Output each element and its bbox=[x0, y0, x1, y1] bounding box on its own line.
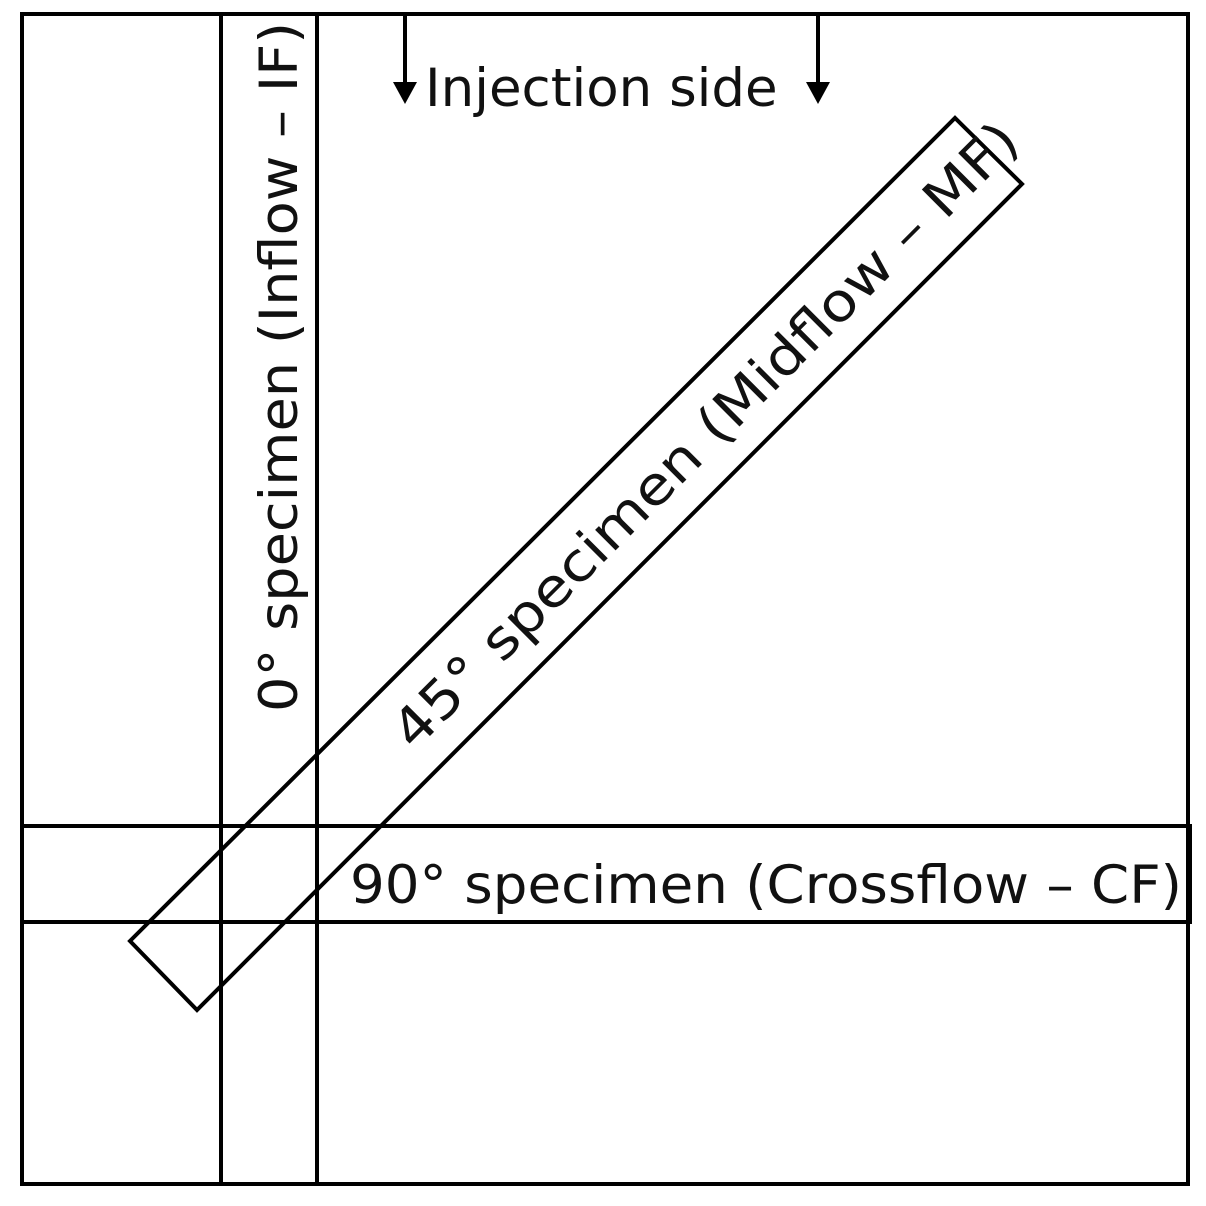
specimen-45-label: 45° specimen (Midflow – MF) bbox=[380, 110, 1031, 761]
specimen-0-strip bbox=[219, 12, 319, 1186]
arrow-down-icon bbox=[806, 16, 830, 104]
specimen-0-label: 0° specimen (Inflow – IF) bbox=[249, 22, 310, 712]
specimen-90-label: 90° specimen (Crossflow – CF) bbox=[350, 855, 1182, 916]
plate-outline bbox=[20, 12, 1190, 1186]
specimen-45-strip bbox=[127, 115, 1025, 1013]
injection-side-label: Injection side bbox=[425, 58, 778, 119]
specimen-90-strip bbox=[20, 824, 1192, 924]
arrow-down-icon bbox=[393, 16, 417, 104]
